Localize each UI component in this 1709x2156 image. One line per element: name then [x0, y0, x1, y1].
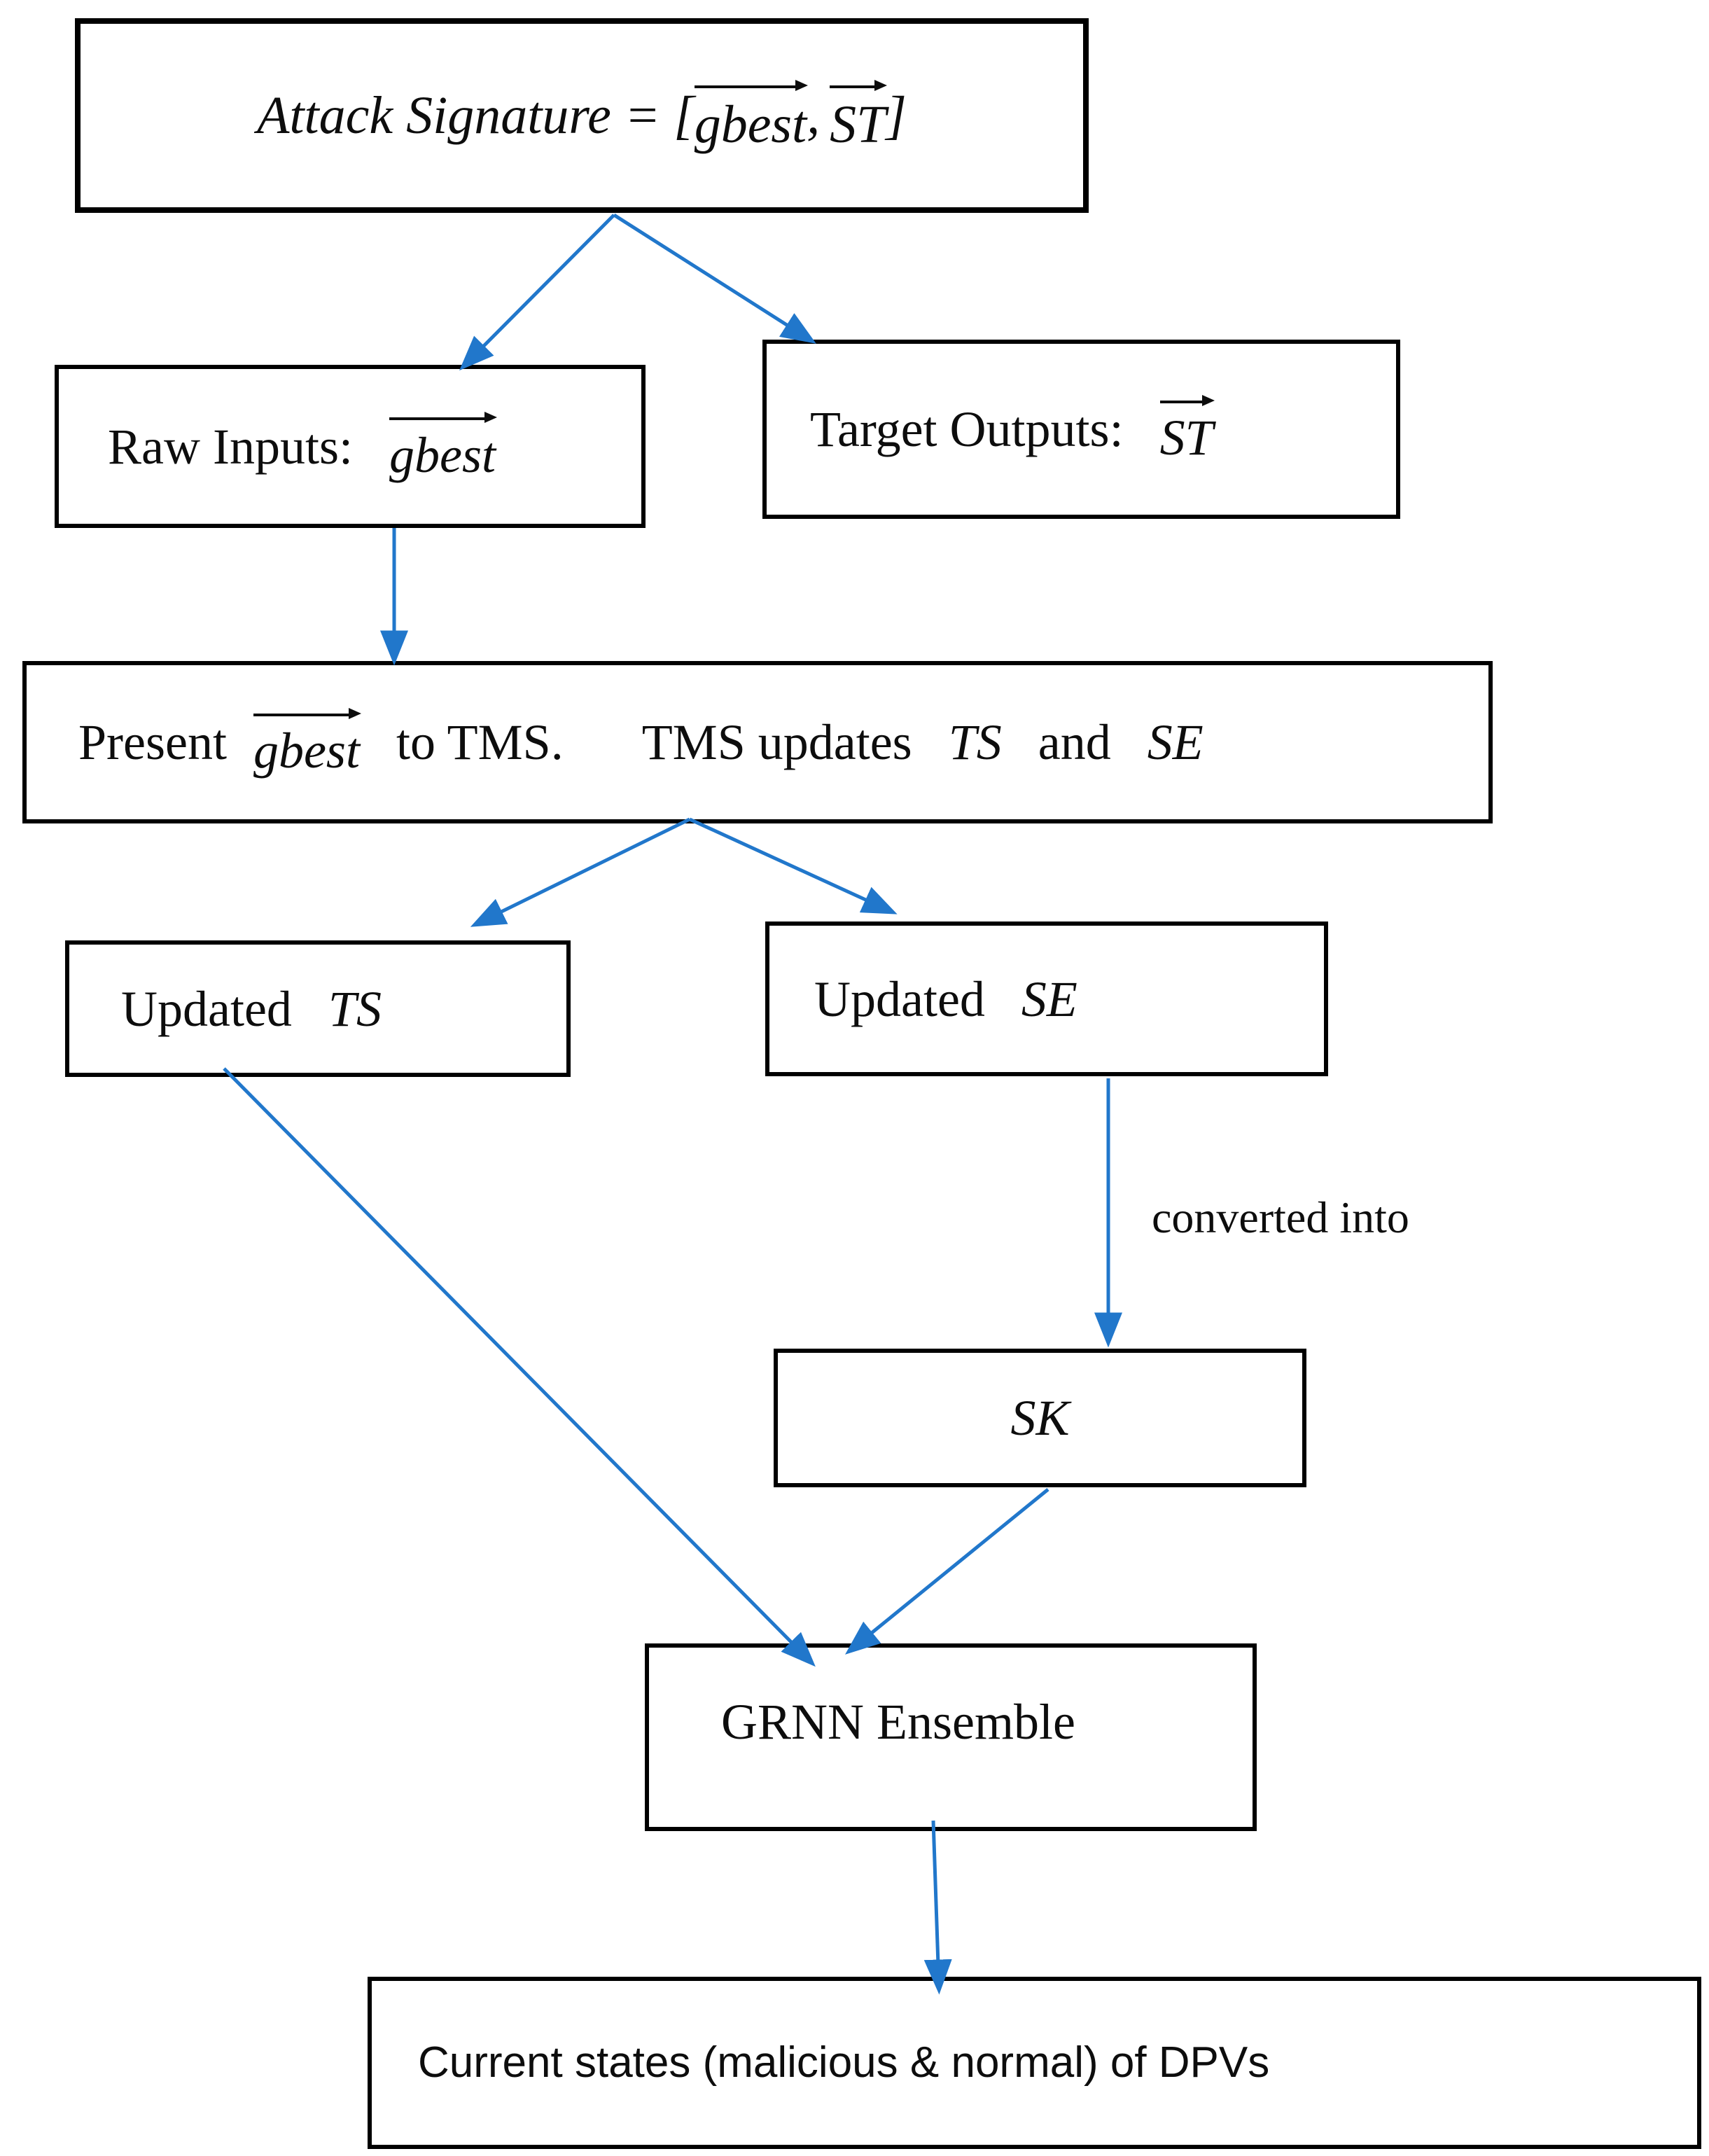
attack-formula-suffix: ]: [886, 86, 907, 145]
attack-formula-separator: ,: [807, 86, 821, 145]
arrow-grnn-to-output: [923, 1820, 952, 1995]
vector-gbest: gbest: [694, 79, 809, 154]
vector-gbest-label: gbest: [389, 426, 496, 483]
raw-inputs-label: Raw Inputs:: [108, 418, 353, 475]
target-outputs-label: Target Outputs:: [810, 401, 1124, 457]
updated-ts-label: Updated: [121, 980, 292, 1037]
vector-st: ST: [830, 79, 888, 154]
vector-st-label: ST: [1159, 410, 1213, 466]
updated-ts-box: Updated TS: [65, 940, 571, 1077]
attack-formula-prefix: Attack Signature = [: [257, 86, 695, 145]
grnn-ensemble-label: GRNN Ensemble: [721, 1694, 1075, 1750]
vector-gbest-label: gbest: [694, 95, 807, 154]
se-variable: SE: [1147, 714, 1204, 770]
target-outputs-box: Target Outputs: ST: [762, 340, 1400, 519]
se-variable: SE: [1021, 971, 1077, 1027]
grnn-ensemble-box: GRNN Ensemble: [645, 1643, 1257, 1831]
ts-variable: TS: [948, 714, 1002, 770]
arrow-ts-to-grnn: [223, 1067, 816, 1667]
arrow-sk-to-grnn: [845, 1488, 1049, 1655]
current-states-box: Current states (malicious & normal) of D…: [368, 1977, 1701, 2149]
vector-st: ST: [1159, 394, 1215, 466]
present-text-2: to TMS.: [396, 714, 564, 770]
present-text-4: and: [1038, 714, 1111, 770]
sk-box: SK: [774, 1349, 1306, 1487]
vector-gbest: gbest: [253, 707, 361, 779]
vector-gbest: gbest: [389, 412, 497, 483]
converted-into-label: converted into: [1152, 1192, 1409, 1242]
sk-variable: SK: [1010, 1390, 1070, 1446]
arrow-attack-to-raw: [459, 214, 615, 371]
arrow-present-to-ts: [470, 817, 691, 927]
updated-se-box: Updated SE: [765, 921, 1328, 1076]
ts-variable: TS: [328, 980, 382, 1037]
current-states-label: Current states (malicious & normal) of D…: [418, 2038, 1270, 2087]
vector-gbest-label: gbest: [253, 723, 360, 779]
updated-se-label: Updated: [814, 971, 985, 1027]
present-to-tms-box: Present gbest to TMS. TMS updates TS and…: [22, 661, 1493, 823]
present-text-3: TMS updates: [641, 714, 912, 770]
arrow-attack-to-target: [613, 213, 816, 344]
arrow-present-to-se: [688, 817, 898, 914]
attack-signature-box: Attack Signature = [ gbest , ST ]: [75, 18, 1089, 213]
raw-inputs-box: Raw Inputs: gbest: [55, 365, 646, 528]
vector-st-label: ST: [830, 95, 886, 154]
present-text-1: Present: [78, 714, 227, 770]
